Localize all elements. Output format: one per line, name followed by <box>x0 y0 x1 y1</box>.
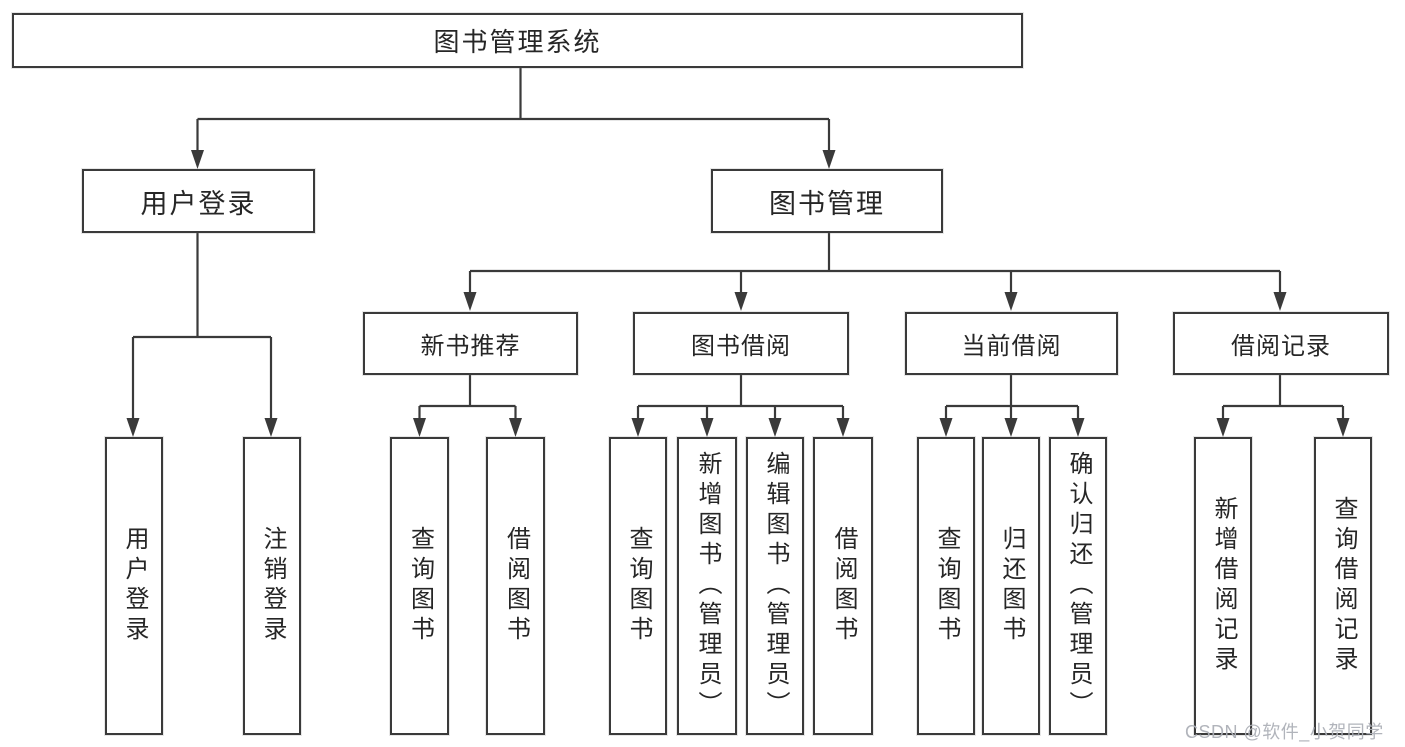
arrow-down-icon <box>413 418 426 437</box>
connector-current-to-leaves <box>944 375 1080 420</box>
node-new-book-recommendation: 新书推荐 <box>363 312 578 375</box>
arrow-down-icon <box>822 150 836 169</box>
arrow-down-icon <box>631 418 645 437</box>
node-label: 注销登录 <box>259 526 286 646</box>
leaf-edit-books-admin: 编辑图书（管理员） <box>746 437 804 735</box>
node-label: 用户登录 <box>121 526 148 646</box>
node-current-borrowing: 当前借阅 <box>905 312 1118 375</box>
leaf-borrow-books-recommend: 借阅图书 <box>486 437 545 735</box>
node-label: 归还图书 <box>998 526 1025 646</box>
node-label: 图书管理 <box>769 188 885 219</box>
arrow-down-icon <box>126 418 140 437</box>
node-label: 新增借阅记录 <box>1210 496 1237 676</box>
leaf-return-books: 归还图书 <box>982 437 1040 735</box>
node-book-borrowing: 图书借阅 <box>633 312 849 375</box>
arrow-down-icon <box>939 418 953 437</box>
arrow-down-icon <box>1004 292 1018 311</box>
node-label: 查询借阅记录 <box>1330 496 1357 676</box>
arrow-down-icon <box>836 418 850 437</box>
arrow-down-icon <box>734 292 748 311</box>
csdn-watermark: CSDN @软件_小贺同学 <box>1185 722 1384 742</box>
node-borrowing-records: 借阅记录 <box>1173 312 1389 375</box>
leaf-add-books-admin: 新增图书（管理员） <box>677 437 737 735</box>
node-label: 图书借阅 <box>691 333 791 360</box>
node-label: 查询图书 <box>625 526 652 646</box>
arrow-down-icon <box>1216 418 1230 437</box>
node-library-management-system: 图书管理系统 <box>12 13 1023 68</box>
leaf-query-borrow-record: 查询借阅记录 <box>1314 437 1372 735</box>
node-book-management: 图书管理 <box>711 169 943 233</box>
connector-records-to-leaves <box>1221 375 1345 420</box>
arrow-down-icon <box>1273 292 1287 311</box>
arrow-down-icon <box>700 418 714 437</box>
node-label: 用户登录 <box>140 188 257 219</box>
connector-root-to-level2 <box>196 68 831 152</box>
node-label: 查询图书 <box>406 526 434 646</box>
arrow-down-icon <box>768 418 782 437</box>
arrow-down-icon <box>1336 418 1350 437</box>
node-label: 编辑图书（管理员） <box>762 451 789 721</box>
leaf-user-login: 用户登录 <box>105 437 163 735</box>
connector-newbooks-to-leaves <box>418 375 517 420</box>
node-label: 确认归还（管理员） <box>1065 451 1092 721</box>
node-label: 新增图书（管理员） <box>694 451 721 721</box>
node-label: 新书推荐 <box>420 333 521 360</box>
connector-bookmgmt-to-level3 <box>468 233 1282 294</box>
arrow-down-icon <box>1071 418 1085 437</box>
node-user-login: 用户登录 <box>82 169 315 233</box>
arrow-down-icon <box>463 292 477 311</box>
node-label: 当前借阅 <box>961 333 1062 360</box>
connector-borrowing-to-leaves <box>636 375 845 420</box>
leaf-logout: 注销登录 <box>243 437 301 735</box>
arrow-down-icon <box>191 150 204 169</box>
node-label: 图书管理系统 <box>433 27 602 57</box>
node-label: 借阅记录 <box>1231 333 1331 360</box>
node-label: 借阅图书 <box>502 526 530 646</box>
arrow-down-icon <box>1004 418 1018 437</box>
leaf-borrow-books: 借阅图书 <box>813 437 873 735</box>
leaf-query-books-borrowing: 查询图书 <box>609 437 667 735</box>
connector-userlogin-to-leaves <box>131 233 273 420</box>
arrow-down-icon <box>264 418 278 437</box>
leaf-confirm-return-admin: 确认归还（管理员） <box>1049 437 1107 735</box>
node-label: 查询图书 <box>933 526 960 646</box>
leaf-add-borrow-record: 新增借阅记录 <box>1194 437 1252 735</box>
arrow-down-icon <box>509 418 522 437</box>
leaf-query-books-current: 查询图书 <box>917 437 975 735</box>
node-label: 借阅图书 <box>830 526 857 646</box>
leaf-query-books-recommend: 查询图书 <box>390 437 449 735</box>
